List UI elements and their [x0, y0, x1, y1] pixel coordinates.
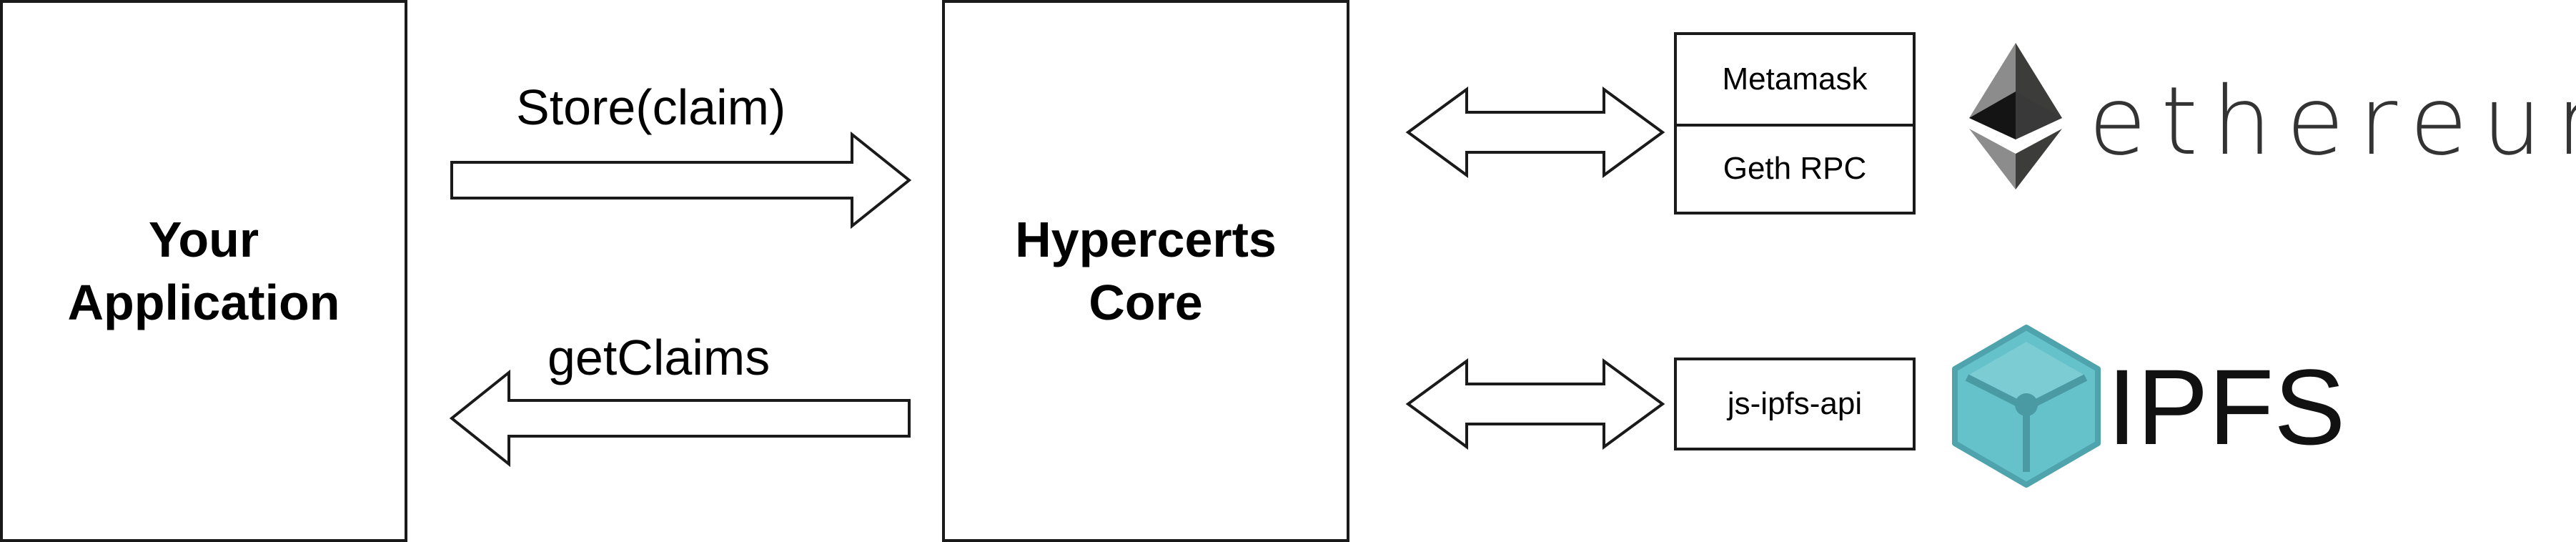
ethereum-double-arrow: [1405, 87, 1665, 178]
your-application-label: Your Application: [67, 212, 340, 330]
ethereum-providers-box: Metamask Geth RPC: [1674, 32, 1916, 215]
js-ipfs-api-label: js-ipfs-api: [1727, 386, 1863, 421]
your-application-box: Your Application: [0, 0, 407, 542]
hypercerts-core-box: Hypercerts Core: [942, 0, 1349, 542]
get-claims-arrow: [449, 369, 911, 468]
ethereum-wordmark: ethereum: [2089, 66, 2576, 177]
metamask-label: Metamask: [1722, 61, 1868, 97]
ipfs-double-arrow: [1405, 358, 1665, 450]
get-claims-label: getClaims: [548, 330, 771, 385]
ethereum-logo-icon: [1969, 43, 2062, 189]
ipfs-cube-icon: [1952, 325, 2101, 488]
js-ipfs-api-box: js-ipfs-api: [1674, 358, 1916, 450]
hypercerts-core-label: Hypercerts Core: [1015, 212, 1277, 330]
metamask-provider: Metamask: [1677, 35, 1913, 124]
store-claim-label: Store(claim): [516, 79, 786, 135]
store-arrow: [450, 131, 912, 230]
geth-rpc-label: Geth RPC: [1723, 151, 1867, 187]
ipfs-wordmark: IPFS: [2107, 347, 2346, 467]
geth-rpc-provider: Geth RPC: [1677, 123, 1913, 212]
